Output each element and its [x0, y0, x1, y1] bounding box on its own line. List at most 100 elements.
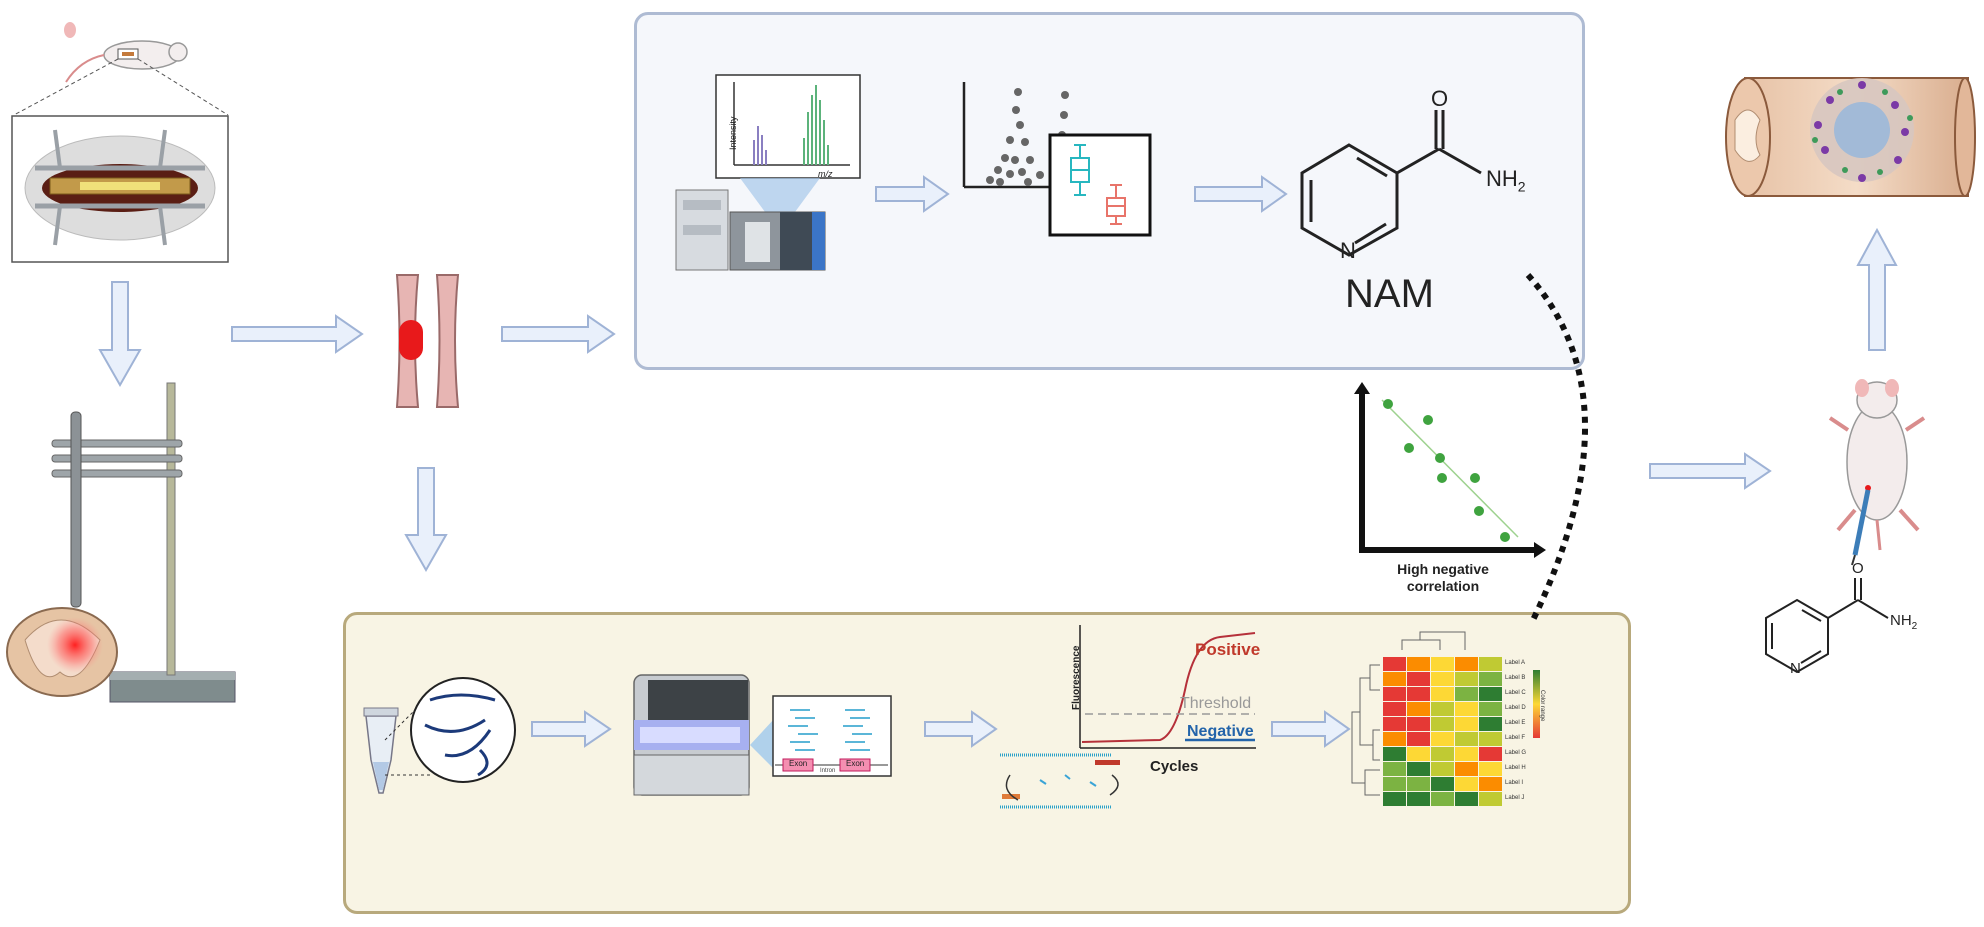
- mouse-surgery-icon: [11, 22, 229, 263]
- heatmap-cell: [1407, 762, 1430, 776]
- nam-amine-sub: 2: [1517, 178, 1526, 195]
- heatmap-row-label: Label I: [1505, 780, 1524, 786]
- heatmap-cell: [1383, 762, 1406, 776]
- heatmap-icon: [1351, 631, 1540, 806]
- heatmap-row-label: Label F: [1505, 735, 1526, 741]
- gene-exon-1: Exon: [789, 759, 808, 768]
- arrow-right-icon: [875, 175, 950, 213]
- heatmap-cell: [1479, 732, 1502, 746]
- nam-amine-text: NH: [1486, 166, 1518, 191]
- heatmap-cell: [1383, 777, 1406, 791]
- treatment-amine-text: NH: [1890, 612, 1912, 629]
- qpcr-positive-label: Positive: [1195, 640, 1261, 659]
- heatmap-cell: [1383, 672, 1406, 686]
- arrow-right-icon: [1194, 175, 1288, 213]
- heatmap-cell: [1479, 777, 1502, 791]
- heatmap-cell: [1479, 657, 1502, 671]
- heatmap-cell: [1407, 657, 1430, 671]
- arrow-down-icon: [404, 467, 448, 573]
- heatmap-cell: [1479, 762, 1502, 776]
- heatmap-cell: [1431, 702, 1454, 716]
- heatmap-cell: [1455, 777, 1478, 791]
- arrow-right-icon: [1271, 710, 1351, 748]
- compound-name: NAM: [1345, 272, 1434, 316]
- arrow-down-icon: [98, 281, 142, 388]
- treatment-amine-group: NH2: [1890, 612, 1917, 632]
- heatmap-cell: [1455, 792, 1478, 806]
- heatmap-cell: [1407, 717, 1430, 731]
- heatmap-cell: [1455, 747, 1478, 761]
- heatmap-cell: [1431, 762, 1454, 776]
- correlation-scatter-icon: [1354, 382, 1546, 558]
- heatmap-cell: [1383, 732, 1406, 746]
- treatment-amine-sub: 2: [1911, 621, 1918, 632]
- heatmap-cell: [1479, 792, 1502, 806]
- qpcr-negative-label: Negative: [1187, 723, 1254, 740]
- heatmap-cell: [1479, 747, 1502, 761]
- heatmap-cell: [1431, 792, 1454, 806]
- nicotinamide-structure-icon: [1300, 110, 1482, 257]
- heatmap-row-label: Label J: [1505, 795, 1525, 801]
- nam-nitrogen-atom: N: [1340, 238, 1356, 263]
- heatmap-scale-label: Color range: [1539, 690, 1545, 722]
- heatmap-row-label: Label E: [1505, 720, 1526, 726]
- heatmap-cell: [1431, 732, 1454, 746]
- sequencer-icon: [633, 674, 892, 796]
- correlation-label: High negative correlation: [1397, 561, 1489, 594]
- qpcr-ylabel: Fluorescence: [1071, 645, 1082, 710]
- treatment-nitrogen-atom: N: [1790, 660, 1801, 677]
- nam-oxygen-atom: O: [1431, 86, 1449, 111]
- heatmap-cell: [1479, 717, 1502, 731]
- heatmap-cell: [1407, 732, 1430, 746]
- heatmap-cell: [1383, 657, 1406, 671]
- heatmap-row-label: Label C: [1505, 690, 1526, 696]
- arrow-up-icon: [1856, 227, 1898, 351]
- heatmap-cell: [1455, 687, 1478, 701]
- ms-ylabel: Intensity: [728, 116, 738, 150]
- qpcr-curve-icon: [1000, 625, 1256, 809]
- heatmap-row-label: Label A: [1505, 660, 1526, 666]
- qpcr-xlabel: Cycles: [1150, 758, 1199, 775]
- nam-amine-group: NH2: [1486, 166, 1526, 194]
- treatment-nicotinamide-structure-icon: [1765, 578, 1889, 674]
- gene-intron: Intron: [820, 768, 836, 774]
- mass-spectrometer-icon: [675, 74, 861, 271]
- arrow-right-icon: [531, 710, 612, 748]
- heatmap-cell: [1455, 702, 1478, 716]
- heatmap-cell: [1383, 687, 1406, 701]
- volcano-boxplot-icon: [962, 82, 1152, 237]
- heatmap-cell: [1455, 762, 1478, 776]
- spinal-cord-injury-icon: [6, 607, 118, 697]
- treatment-oxygen-atom: O: [1852, 560, 1864, 577]
- heatmap-cell: [1455, 672, 1478, 686]
- heatmap-cell: [1431, 657, 1454, 671]
- arrow-right-icon: [1649, 452, 1772, 490]
- heatmap-cell: [1431, 747, 1454, 761]
- heatmap-cell: [1431, 672, 1454, 686]
- gene-exon-2: Exon: [846, 759, 865, 768]
- cord-tissue-icon: [395, 274, 460, 408]
- heatmap-cell: [1407, 777, 1430, 791]
- heatmap-cell: [1479, 687, 1502, 701]
- correlation-link-arc: [1525, 272, 1588, 624]
- heatmap-cell: [1431, 717, 1454, 731]
- weight-drop-device-icon: [51, 382, 236, 703]
- heatmap-cell: [1455, 657, 1478, 671]
- treated-mouse-icon: [1828, 379, 1926, 566]
- heatmap-row-label: Label D: [1505, 705, 1526, 711]
- heatmap-cell: [1479, 672, 1502, 686]
- rna-sample-tube-icon: [363, 677, 516, 794]
- heatmap-cell: [1407, 792, 1430, 806]
- arrow-right-icon: [231, 314, 364, 354]
- heatmap-cell: [1455, 732, 1478, 746]
- heatmap-cell: [1479, 702, 1502, 716]
- heatmap-cell: [1383, 702, 1406, 716]
- heatmap-cell: [1455, 717, 1478, 731]
- ms-xlabel: m/z: [818, 169, 833, 179]
- heatmap-row-label: Label H: [1505, 765, 1526, 771]
- heatmap-cell: [1407, 747, 1430, 761]
- heatmap-cell: [1407, 702, 1430, 716]
- heatmap-row-label: Label G: [1505, 750, 1527, 756]
